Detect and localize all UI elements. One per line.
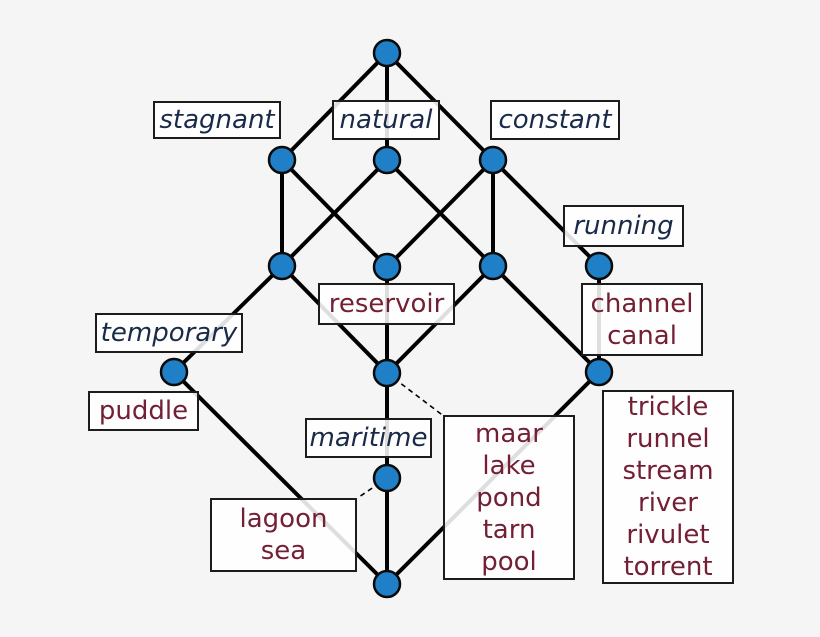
label-line: tarn [482, 514, 536, 545]
label-line: sea [260, 536, 307, 566]
edge-natural-stagnant-natural [280, 158, 389, 268]
attribute-label-constant: constant [490, 100, 620, 140]
attribute-label-temporary: temporary [95, 313, 243, 353]
concept-node-inland-join [372, 358, 402, 388]
label-line: canal [607, 320, 677, 351]
attribute-label-stagnant: stagnant [153, 101, 281, 139]
label-line: maar [475, 418, 543, 449]
dashed-connector-maritime-to-lagoon-label [358, 477, 388, 498]
attribute-label-maritime: maritime [305, 418, 432, 458]
edge-top-constant [385, 51, 495, 162]
concept-node-natural-constant [478, 251, 508, 281]
label-line: stagnant [159, 105, 275, 135]
label-line: temporary [100, 318, 238, 348]
label-line: natural [339, 105, 433, 135]
concept-node-stagnant [267, 145, 297, 175]
label-line: torrent [623, 552, 713, 582]
edge-constant-reservoir [385, 158, 495, 269]
concept-node-channel [584, 357, 614, 387]
label-line: pool [481, 546, 537, 577]
label-line: trickle [627, 392, 709, 422]
label-line: stream [622, 456, 714, 486]
label-line: maritime [309, 423, 428, 453]
label-line: lagoon [239, 504, 328, 534]
object-label-reservoir: reservoir [318, 283, 455, 325]
label-line: running [573, 211, 674, 241]
label-line: constant [498, 105, 612, 135]
label-line: river [638, 488, 698, 518]
concept-node-running [584, 251, 614, 281]
concept-node-temporary [159, 357, 189, 387]
concept-node-maritime [372, 463, 402, 493]
label-line: lake [482, 450, 536, 481]
concept-node-natural [372, 145, 402, 175]
concept-node-reservoir [372, 252, 402, 282]
attribute-label-running: running [563, 205, 684, 247]
concept-node-top [372, 38, 402, 68]
attribute-label-natural: natural [332, 100, 440, 140]
label-line: puddle [98, 396, 189, 426]
label-line: rivulet [626, 520, 710, 550]
concept-node-stagnant-natural [267, 251, 297, 281]
label-line: channel [590, 288, 694, 319]
edge-constant-running [491, 158, 601, 268]
object-label-puddle: puddle [88, 391, 199, 431]
label-line: pond [476, 482, 542, 513]
concept-node-bottom [372, 569, 402, 599]
concept-node-constant [478, 145, 508, 175]
label-line: reservoir [328, 289, 445, 319]
label-line: runnel [626, 424, 710, 454]
